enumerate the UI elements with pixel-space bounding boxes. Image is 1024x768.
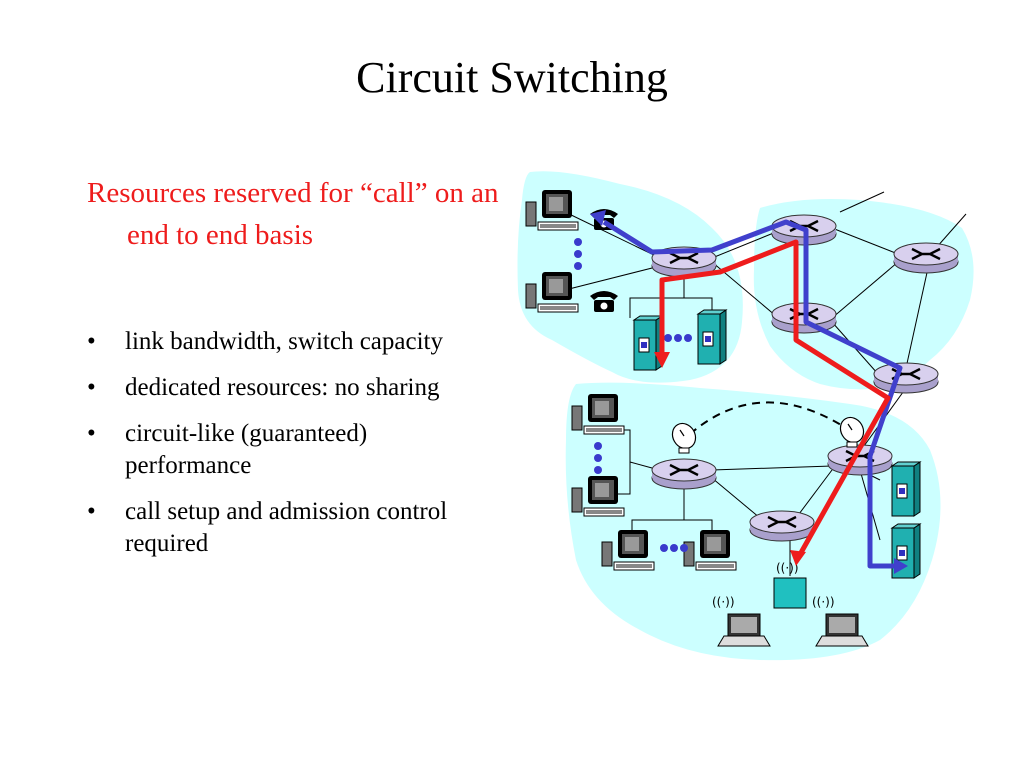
bullet-text: dedicated resources: no sharing xyxy=(125,374,440,401)
wireless-waves-icon: ((·)) xyxy=(812,595,835,609)
path-arrowhead-icon xyxy=(590,210,606,226)
bullet-text: circuit-like (guaranteed) performance xyxy=(125,420,368,479)
satellite-link xyxy=(689,401,847,435)
bullet-item: • dedicated resources: no sharing xyxy=(87,372,487,404)
circuit-path-blue xyxy=(602,219,904,569)
router-icon xyxy=(892,241,960,275)
circuit-path-red xyxy=(659,239,891,560)
server-icon xyxy=(891,461,921,517)
path-arrowhead-icon xyxy=(790,550,806,566)
continuation-dots-icon xyxy=(594,442,602,474)
bullet-dot-icon: • xyxy=(87,328,96,355)
server-icon xyxy=(633,315,663,371)
path-arrowhead-icon xyxy=(654,352,670,368)
telephone-icon xyxy=(590,291,618,312)
wireless-waves-icon: ((·)) xyxy=(712,595,735,609)
bullet-dot-icon: • xyxy=(87,498,96,525)
wireless-access-point-icon xyxy=(773,577,807,609)
slide-title: Circuit Switching xyxy=(356,53,668,102)
path-arrowhead-icon xyxy=(894,558,908,574)
bullet-dot-icon: • xyxy=(87,374,96,401)
bullet-item: • call setup and admission control requir… xyxy=(87,496,487,560)
bullet-text: call setup and admission control require… xyxy=(125,498,448,557)
bullet-item: • link bandwidth, switch capacity xyxy=(87,326,487,358)
bullet-list: • link bandwidth, switch capacity • dedica… xyxy=(87,326,487,574)
bullet-item: • circuit-like (guaranteed) performance xyxy=(87,418,487,482)
continuation-dots-icon xyxy=(574,238,582,270)
lead-text: Resources reserved for “call” on an end … xyxy=(87,177,499,251)
router-icon xyxy=(650,457,718,491)
bullet-text: link bandwidth, switch capacity xyxy=(125,328,443,355)
continuation-dots-icon xyxy=(660,544,688,552)
router-icon xyxy=(872,361,940,395)
wireless-waves-icon: ((·)) xyxy=(776,561,799,575)
server-icon xyxy=(697,309,727,365)
router-icon xyxy=(748,509,816,543)
continuation-dots-icon xyxy=(664,334,692,342)
bullet-dot-icon: • xyxy=(87,420,96,447)
